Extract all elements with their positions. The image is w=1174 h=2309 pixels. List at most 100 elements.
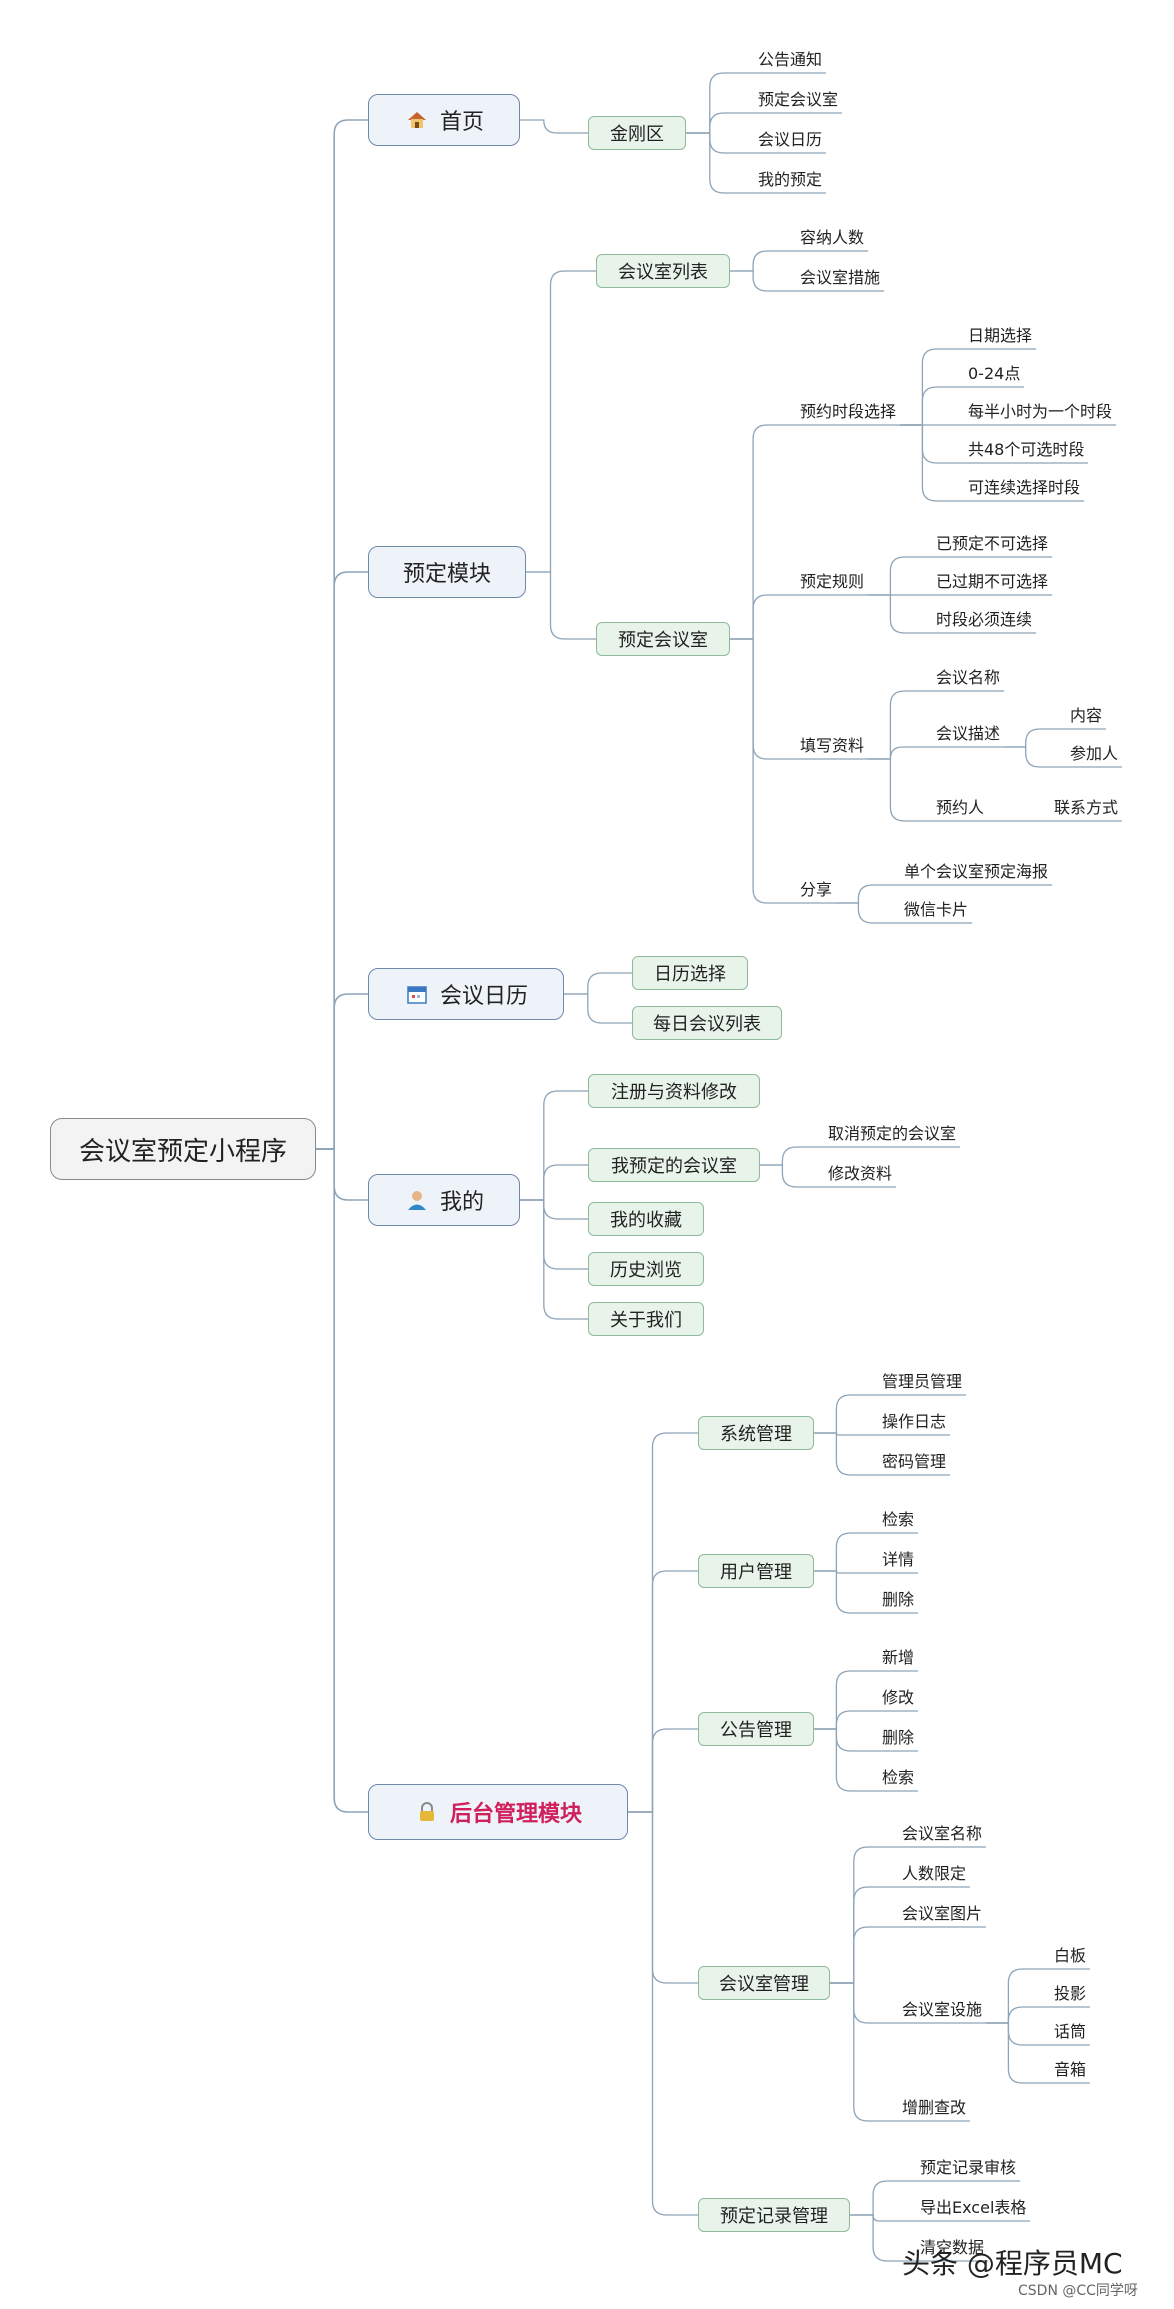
node-records: 预定记录管理 [698,2198,850,2232]
connector [628,1811,698,1984]
node-calendar: 会议日历 [368,968,564,1020]
node-book-room: 预定会议室 [596,622,730,656]
node-room-list: 会议室列表 [596,254,730,288]
connector [686,132,754,154]
connector [830,1982,898,2024]
connector [1004,728,1066,748]
leaf-notice-search: 检索 [882,1768,915,1787]
connector [986,2022,1050,2084]
connector [628,1728,698,1813]
leaf-rules: 预定规则 [800,572,865,591]
connector [900,424,964,502]
connector [730,638,796,760]
connector [868,758,932,822]
leaf-date-select: 日期选择 [968,326,1033,345]
connector [564,972,632,995]
connector [316,1148,368,1201]
leaf-participants: 参加人 [1070,744,1119,763]
node-rooms: 会议室管理 [698,1966,830,2000]
node-users: 用户管理 [698,1554,814,1588]
node-notice: 公告管理 [698,1712,814,1746]
connector [836,902,900,924]
leaf-edit-info: 修改资料 [828,1164,893,1183]
connector [830,1982,898,2122]
leaf-0-24: 0-24点 [968,364,1021,383]
leaf-user-search: 检索 [882,1510,915,1529]
connector [850,2180,916,2216]
node-booking-label: 预定模块 [402,562,491,587]
leaf-password: 密码管理 [882,1452,947,1471]
connector [814,1728,878,1752]
connector [526,571,596,640]
leaf-share: 分享 [800,880,833,899]
connector [564,993,632,1024]
user-icon [404,1187,430,1213]
leaf-speaker: 音箱 [1054,2060,1087,2079]
node-calendar-select: 日历选择 [632,956,748,990]
node-admin: 后台管理模块 [368,1784,628,1840]
leaf-meeting-calendar: 会议日历 [758,130,823,149]
connector [814,1432,878,1476]
connector [760,1146,824,1166]
leaf-fill-info: 填写资料 [800,736,865,755]
leaf-record-review: 预定记录审核 [920,2158,1017,2177]
connector [830,1846,898,1984]
leaf-crud: 增删查改 [902,2098,967,2117]
leaf-continuous: 可连续选择时段 [968,478,1081,497]
connector [520,1199,588,1320]
leaf-booked-unselectable: 已预定不可选择 [936,534,1049,553]
node-daily-list: 每日会议列表 [632,1006,782,1040]
leaf-poster: 单个会议室预定海报 [904,862,1049,881]
leaf-room-facilities: 会议室设施 [902,2000,983,2019]
connector [900,348,964,426]
connector [686,72,754,134]
connector [628,1432,698,1813]
leaf-booker: 预约人 [936,798,985,817]
leaf-my-booking: 我的预定 [758,170,823,189]
leaf-microphone: 话筒 [1054,2022,1087,2041]
leaf-meeting-name: 会议名称 [936,668,1001,687]
connector [730,594,796,640]
connector [868,594,932,634]
connector [316,993,368,1150]
connector [520,1090,588,1201]
connector [814,1710,878,1730]
leaf-room-facilities-measures: 会议室措施 [800,268,881,287]
leaf-whiteboard: 白板 [1054,1946,1087,1965]
connector [520,1199,588,1270]
connector [730,270,796,292]
connector [850,2214,916,2222]
watermark-sub: CSDN @CC同学呀 [1018,2283,1138,2299]
leaf-wechat-card: 微信卡片 [904,900,969,919]
root-node: 会议室预定小程序 [50,1118,316,1180]
connector [316,571,368,1150]
leaf-cancel-booking: 取消预定的会议室 [828,1124,957,1143]
leaf-content: 内容 [1070,706,1103,725]
leaf-meeting-desc: 会议描述 [936,724,1001,743]
house-icon [404,107,430,133]
connector [814,1570,878,1614]
connector [526,270,596,573]
connector [628,1811,698,2216]
connector [836,884,900,904]
leaf-people-limit: 人数限定 [902,1864,967,1883]
leaf-user-delete: 删除 [882,1590,915,1609]
node-history: 历史浏览 [588,1252,704,1286]
connector [1004,746,1066,768]
leaf-user-detail: 详情 [882,1550,915,1569]
watermark-main: 头条 @程序员MC [902,2247,1123,2280]
node-mine-label: 我的 [439,1190,484,1215]
connector [730,638,796,904]
connector [814,1728,878,1792]
connector [868,556,932,596]
leaf-must-continuous: 时段必须连续 [936,610,1033,629]
connector [316,1148,368,1813]
leaf-projector: 投影 [1054,1984,1087,2003]
node-home: 首页 [368,94,520,146]
lock-icon [414,1799,440,1825]
connector [686,112,754,134]
connector [986,2022,1050,2046]
connector [850,2214,916,2262]
leaf-admin-manage: 管理员管理 [882,1372,963,1391]
connector [868,746,932,760]
